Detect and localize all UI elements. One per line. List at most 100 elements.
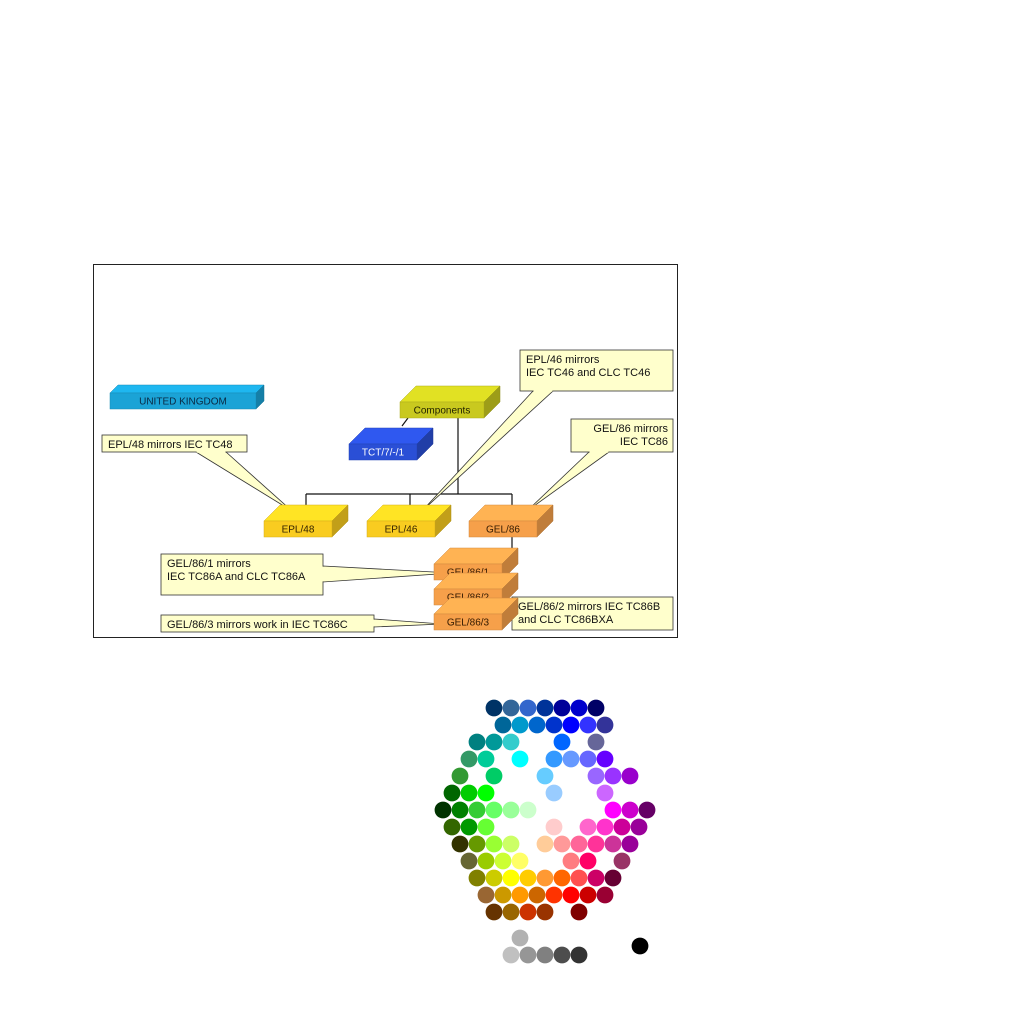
palette-swatch[interactable] (604, 767, 622, 785)
palette-swatch[interactable] (502, 733, 520, 751)
palette-swatch[interactable] (553, 869, 571, 887)
palette-swatch[interactable] (443, 818, 461, 836)
palette-swatch[interactable] (587, 733, 605, 751)
palette-swatch[interactable] (587, 767, 605, 785)
gray-swatch[interactable] (536, 946, 554, 964)
gray-swatch[interactable] (519, 946, 537, 964)
palette-swatch[interactable] (604, 801, 622, 819)
palette-swatch[interactable] (519, 903, 537, 921)
palette-swatch[interactable] (596, 716, 614, 734)
palette-swatch[interactable] (494, 886, 512, 904)
gray-swatch[interactable] (511, 929, 529, 947)
palette-swatch[interactable] (477, 852, 495, 870)
palette-swatch[interactable] (485, 767, 503, 785)
palette-swatch[interactable] (485, 903, 503, 921)
palette-swatch[interactable] (477, 750, 495, 768)
palette-swatch[interactable] (536, 767, 554, 785)
palette-swatch[interactable] (502, 801, 520, 819)
palette-swatch[interactable] (570, 699, 588, 717)
black-swatch[interactable] (631, 937, 649, 955)
palette-swatch[interactable] (502, 699, 520, 717)
palette-swatch[interactable] (434, 801, 452, 819)
palette-swatch[interactable] (460, 852, 478, 870)
palette-swatch[interactable] (579, 886, 597, 904)
palette-swatch[interactable] (562, 716, 580, 734)
palette-swatch[interactable] (468, 733, 486, 751)
palette-swatch[interactable] (545, 750, 563, 768)
palette-swatch[interactable] (443, 784, 461, 802)
palette-swatch[interactable] (545, 886, 563, 904)
palette-swatch[interactable] (451, 801, 469, 819)
gray-swatch[interactable] (502, 946, 520, 964)
palette-swatch[interactable] (451, 767, 469, 785)
palette-swatch[interactable] (613, 852, 631, 870)
palette-swatch[interactable] (545, 784, 563, 802)
palette-swatch[interactable] (536, 903, 554, 921)
palette-swatch[interactable] (460, 818, 478, 836)
palette-swatch[interactable] (536, 699, 554, 717)
palette-swatch[interactable] (485, 699, 503, 717)
palette-swatch[interactable] (519, 699, 537, 717)
palette-swatch[interactable] (485, 801, 503, 819)
palette-swatch[interactable] (579, 852, 597, 870)
palette-swatch[interactable] (511, 886, 529, 904)
palette-swatch[interactable] (502, 835, 520, 853)
palette-swatch[interactable] (579, 750, 597, 768)
palette-swatch[interactable] (528, 716, 546, 734)
palette-swatch[interactable] (630, 818, 648, 836)
palette-swatch[interactable] (502, 903, 520, 921)
palette-swatch[interactable] (545, 716, 563, 734)
palette-swatch[interactable] (485, 869, 503, 887)
palette-swatch[interactable] (553, 835, 571, 853)
palette-swatch[interactable] (519, 801, 537, 819)
palette-swatch[interactable] (451, 835, 469, 853)
palette-swatch[interactable] (485, 733, 503, 751)
palette-swatch[interactable] (587, 869, 605, 887)
palette-swatch[interactable] (570, 869, 588, 887)
palette-swatch[interactable] (621, 835, 639, 853)
palette-swatch[interactable] (519, 869, 537, 887)
palette-swatch[interactable] (511, 750, 529, 768)
palette-swatch[interactable] (579, 716, 597, 734)
palette-swatch[interactable] (485, 835, 503, 853)
palette-swatch[interactable] (494, 852, 512, 870)
palette-swatch[interactable] (468, 869, 486, 887)
palette-swatch[interactable] (579, 818, 597, 836)
palette-swatch[interactable] (604, 869, 622, 887)
palette-swatch[interactable] (494, 716, 512, 734)
palette-swatch[interactable] (553, 733, 571, 751)
palette-swatch[interactable] (596, 886, 614, 904)
palette-swatch[interactable] (477, 784, 495, 802)
gray-swatch[interactable] (553, 946, 571, 964)
palette-swatch[interactable] (553, 699, 571, 717)
palette-swatch[interactable] (511, 716, 529, 734)
palette-swatch[interactable] (460, 750, 478, 768)
palette-swatch[interactable] (477, 886, 495, 904)
palette-swatch[interactable] (570, 903, 588, 921)
palette-swatch[interactable] (536, 869, 554, 887)
palette-swatch[interactable] (545, 818, 563, 836)
palette-swatch[interactable] (613, 818, 631, 836)
palette-swatch[interactable] (477, 818, 495, 836)
palette-swatch[interactable] (528, 886, 546, 904)
palette-swatch[interactable] (460, 784, 478, 802)
palette-swatch[interactable] (596, 750, 614, 768)
palette-swatch[interactable] (638, 801, 656, 819)
palette-swatch[interactable] (587, 699, 605, 717)
palette-swatch[interactable] (621, 767, 639, 785)
palette-swatch[interactable] (587, 835, 605, 853)
palette-swatch[interactable] (604, 835, 622, 853)
palette-swatch[interactable] (468, 835, 486, 853)
palette-swatch[interactable] (596, 818, 614, 836)
palette-swatch[interactable] (562, 750, 580, 768)
palette-swatch[interactable] (596, 784, 614, 802)
palette-swatch[interactable] (562, 852, 580, 870)
palette-swatch[interactable] (468, 801, 486, 819)
palette-swatch[interactable] (502, 869, 520, 887)
palette-swatch[interactable] (536, 835, 554, 853)
palette-swatch[interactable] (562, 886, 580, 904)
palette-swatch[interactable] (511, 852, 529, 870)
gray-swatch[interactable] (570, 946, 588, 964)
palette-swatch[interactable] (621, 801, 639, 819)
palette-swatch[interactable] (570, 835, 588, 853)
